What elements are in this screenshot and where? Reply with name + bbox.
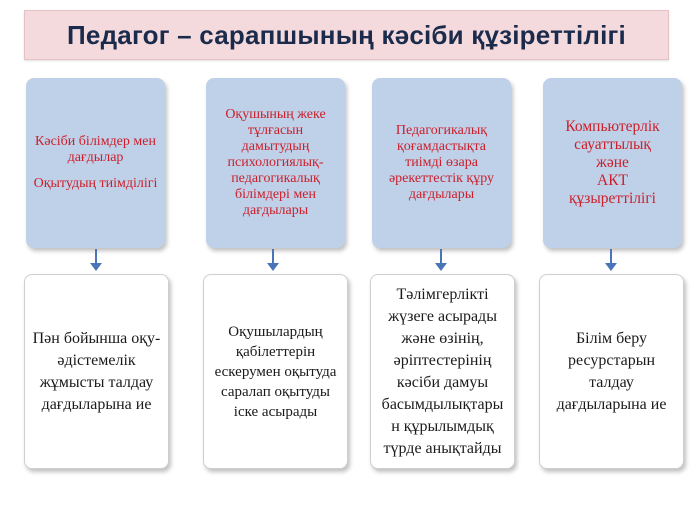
box-text-line: талдау: [589, 373, 634, 391]
box-text-line: Кәсіби білімдер мен: [35, 134, 156, 149]
box-text-line: н құрылымдық: [391, 417, 494, 435]
page-title: Педагог – сарапшының кәсіби құзіреттіліг…: [67, 19, 626, 50]
box-text-line: және: [596, 154, 629, 171]
competency-box-psych-pedagogical: Оқушының жеке тұлғасын дамытудың психоло…: [206, 78, 345, 248]
box-text-line: дағдыларына ие: [556, 395, 667, 413]
box-text-line: қабілеттерін: [235, 343, 316, 360]
box-text-line: басымдылықтары: [381, 395, 504, 413]
box-text-line: педагогикалық: [231, 171, 320, 186]
box-text-line: саралап оқытуды: [221, 383, 330, 400]
skill-box-subject-methodology: Пән бойынша оқу- әдістемелік жұмысты тал…: [24, 274, 169, 469]
box-text-line: психологиялық-: [227, 155, 324, 170]
box-text-line: қоғамдастықта: [397, 139, 486, 154]
box-text-line: құзыреттілігі: [568, 190, 656, 207]
box-text-line: дамытудың: [241, 139, 310, 154]
box-text-line: Тәлімгерлікті: [396, 285, 489, 303]
competency-box-professional-knowledge: Кәсіби білімдер мен дағдылар Оқытудың ти…: [26, 78, 165, 248]
box-text-line: әріптестерінің: [393, 351, 492, 369]
box-text-line: түрде анықтайды: [383, 439, 502, 457]
down-arrow-icon: [605, 249, 617, 273]
box-text-line: Оқытудың тиімділігі: [33, 176, 158, 191]
box-text-line: Білім беру: [575, 329, 647, 347]
box-text-line: жүзеге асырады: [388, 307, 497, 325]
box-text-line: дағдылары: [408, 187, 475, 202]
box-text-line: дағдылар: [67, 150, 124, 165]
down-arrow-icon: [435, 249, 447, 273]
box-text-line: әрекеттестік құру: [388, 171, 495, 186]
box-text-line: әдістемелік: [57, 351, 136, 369]
skill-box-differentiated-teaching: Оқушылардың қабілеттерін ескерумен оқыту…: [203, 274, 348, 469]
competency-box-ict-literacy: Компьютерлік сауаттылық және АКТ құзырет…: [543, 78, 682, 248]
box-text-line: Пән бойынша оқу-: [32, 329, 161, 347]
box-text-line: дағдыларына ие: [41, 395, 152, 413]
box-text-line: Оқушының жеке: [225, 107, 326, 122]
down-arrow-icon: [90, 249, 102, 273]
box-text-line: жұмысты талдау: [39, 373, 154, 391]
box-text-line: және өзінің,: [401, 329, 484, 347]
down-arrow-icon: [267, 249, 279, 273]
box-text-line: білімдері мен: [234, 187, 317, 202]
skill-box-mentoring: Тәлімгерлікті жүзеге асырады және өзінің…: [370, 274, 515, 469]
box-text-line: ескерумен оқытуда: [214, 363, 337, 380]
box-text-line: ресурстарын: [567, 351, 656, 369]
box-text-line: тиімді өзара: [405, 155, 478, 170]
skill-box-educational-resources: Білім беру ресурстарын талдау дағдыларын…: [539, 274, 684, 469]
box-text-line: дағдылары: [242, 203, 309, 218]
box-text-line: кәсіби дамуы: [396, 373, 489, 391]
title-banner: Педагог – сарапшының кәсіби құзіреттіліг…: [24, 10, 669, 60]
competency-box-community-interaction: Педагогикалық қоғамдастықта тиімді өзара…: [372, 78, 511, 248]
box-text-line: тұлғасын: [247, 123, 304, 138]
box-text-line: іске асырады: [233, 403, 318, 420]
box-text-line: Педагогикалық: [395, 123, 488, 138]
box-text-line: Оқушылардың: [228, 323, 323, 340]
box-text-line: Компьютерлік: [565, 118, 660, 135]
box-text-line: сауаттылық: [574, 136, 651, 153]
box-text-line: АКТ: [597, 172, 628, 189]
